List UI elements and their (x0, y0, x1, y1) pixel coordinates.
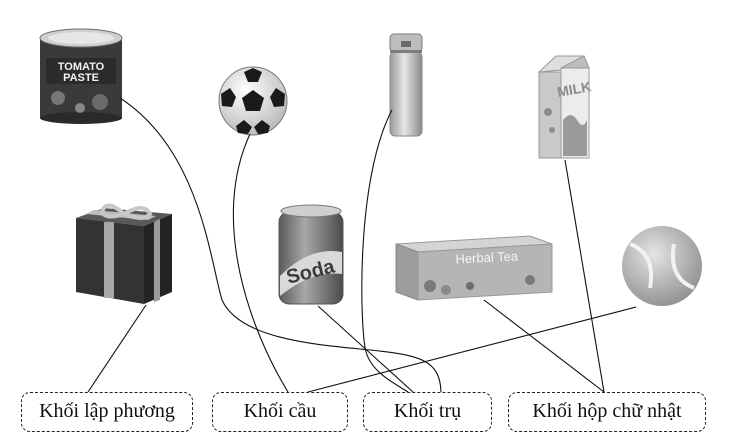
label-cube[interactable]: Khối lập phương (21, 392, 193, 432)
herbal-tea-box-icon[interactable]: Herbal Tea (395, 235, 553, 301)
line-tea-box-to-cuboid (483, 299, 605, 393)
soda-can-icon[interactable]: Soda (278, 204, 344, 305)
label-sphere[interactable]: Khối cầu (212, 392, 348, 432)
label-cuboid[interactable]: Khối hộp chữ nhật (508, 392, 706, 432)
tomato-can-text-2: PASTE (63, 72, 99, 84)
thermos-bottle-icon[interactable] (389, 33, 423, 137)
tomato-can-text-1: TOMATO (58, 61, 105, 73)
line-soda-can-to-cylinder (317, 305, 414, 393)
line-tomato-can-to-cylinder (119, 97, 442, 393)
line-gift-box-to-cube (87, 304, 147, 393)
line-milk-carton-to-cuboid (564, 159, 605, 393)
label-cylinder[interactable]: Khối trụ (363, 392, 492, 432)
tomato-paste-can-icon[interactable]: TOMATO PASTE (39, 28, 123, 124)
tennis-ball-icon[interactable] (622, 226, 702, 306)
milk-carton-text: MILK (556, 78, 592, 100)
gift-box-icon[interactable] (76, 203, 172, 304)
line-soccer-ball-to-sphere (232, 133, 289, 393)
milk-carton-icon[interactable]: MILK (537, 55, 592, 159)
tea-box-text: Herbal Tea (455, 248, 519, 266)
matching-lines (87, 97, 637, 393)
soccer-ball-icon[interactable] (218, 66, 288, 136)
line-tennis-ball-to-sphere (307, 306, 637, 393)
line-thermos-to-cylinder (361, 109, 409, 393)
